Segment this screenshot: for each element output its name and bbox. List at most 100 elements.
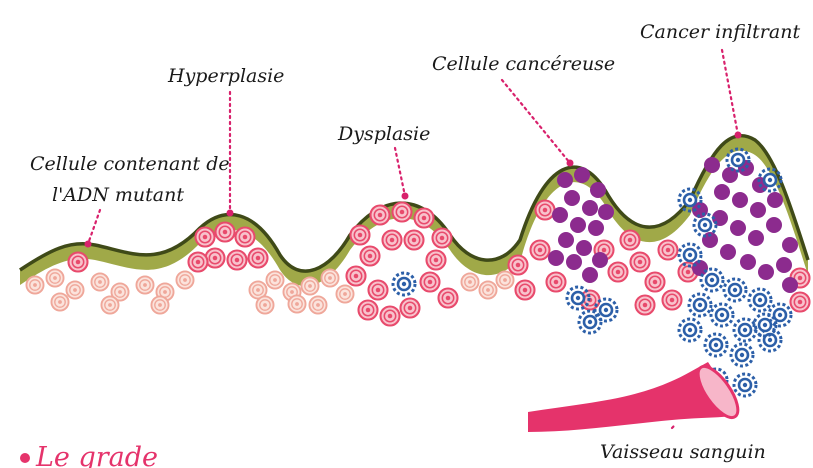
leader-infiltrant xyxy=(722,50,738,135)
normal-cell xyxy=(66,281,83,298)
blue-cell xyxy=(731,344,753,366)
leader-cancereuse xyxy=(502,80,570,163)
purple-cell xyxy=(582,200,598,216)
mutant-cell xyxy=(206,249,225,268)
purple-cell xyxy=(592,252,608,268)
mutant-cell xyxy=(249,249,268,268)
purple-cell xyxy=(582,267,598,283)
purple-cell xyxy=(588,220,604,236)
label-vaisseau-sanguin: Vaisseau sanguin xyxy=(600,441,766,463)
normal-cell xyxy=(496,271,513,288)
mutant-cell xyxy=(791,293,810,312)
mutant-cell xyxy=(659,241,678,260)
mutant-cell xyxy=(69,253,88,272)
normal-cell xyxy=(479,281,496,298)
normal-cell xyxy=(51,293,68,310)
label-cellule-line1: Cellule contenant de xyxy=(30,153,230,175)
blue-cell xyxy=(679,319,701,341)
normal-cell xyxy=(336,285,353,302)
purple-cell xyxy=(722,167,738,183)
mutant-cell xyxy=(536,201,555,220)
purple-cell xyxy=(782,237,798,253)
purple-cell xyxy=(704,157,720,173)
normal-cell xyxy=(46,269,63,286)
mutant-cell xyxy=(347,267,366,286)
mutant-cell xyxy=(359,301,378,320)
label-hyperplasie: Hyperplasie xyxy=(167,65,284,87)
blue-cell xyxy=(705,334,727,356)
purple-cell xyxy=(776,257,792,273)
heading-text: Le grade xyxy=(35,442,158,468)
purple-cell xyxy=(750,202,766,218)
purple-cell xyxy=(782,277,798,293)
purple-cell xyxy=(557,172,573,188)
blue-cell xyxy=(711,304,733,326)
purple-cell xyxy=(564,190,580,206)
mutant-cell xyxy=(516,281,535,300)
mutant-cell xyxy=(216,223,235,242)
blue-cell xyxy=(769,304,791,326)
normal-cell xyxy=(266,271,283,288)
mutant-cell xyxy=(371,206,390,225)
mutant-cell xyxy=(421,273,440,292)
normal-cell xyxy=(91,273,108,290)
purple-cell xyxy=(558,232,574,248)
normal-cell xyxy=(461,273,478,290)
mutant-cell xyxy=(361,247,380,266)
normal-cell xyxy=(151,296,168,313)
blue-cell xyxy=(689,294,711,316)
purple-cell xyxy=(548,250,564,266)
label-dysplasie: Dysplasie xyxy=(337,123,430,145)
leader-dysplasie xyxy=(395,148,405,196)
mutant-cell xyxy=(189,253,208,272)
normal-cell xyxy=(176,271,193,288)
normal-cell xyxy=(288,295,305,312)
normal-cell xyxy=(256,296,273,313)
mutant-cell xyxy=(351,226,370,245)
mutant-cell xyxy=(531,241,550,260)
purple-cell xyxy=(758,264,774,280)
purple-cell xyxy=(566,254,582,270)
purple-cell xyxy=(552,207,568,223)
mutant-cell xyxy=(663,291,682,310)
blue-cell xyxy=(734,374,756,396)
mutant-cell xyxy=(415,209,434,228)
purple-cell xyxy=(720,244,736,260)
mutant-cell xyxy=(383,231,402,250)
mutant-cell xyxy=(609,263,628,282)
mutant-cell xyxy=(433,229,452,248)
purple-cell xyxy=(576,240,592,256)
leader-vaisseau xyxy=(672,425,675,428)
mutant-cell xyxy=(236,228,255,247)
blue-cell xyxy=(724,279,746,301)
mutant-cell xyxy=(621,231,640,250)
mutant-cell xyxy=(196,228,215,247)
mutant-cell xyxy=(427,251,446,270)
normal-cell xyxy=(309,296,326,313)
purple-cell xyxy=(766,217,782,233)
label-cellule-cancereuse: Cellule cancéreuse xyxy=(432,53,615,75)
purple-cell xyxy=(732,192,748,208)
purple-cell xyxy=(574,167,590,183)
blue-cell xyxy=(749,289,771,311)
mutant-cell xyxy=(636,296,655,315)
purple-cell xyxy=(570,217,586,233)
normal-cell xyxy=(321,269,338,286)
blue-cell xyxy=(734,319,756,341)
normal-cell xyxy=(26,276,43,293)
leader-cellule xyxy=(88,210,100,244)
normal-cell xyxy=(101,296,118,313)
mutant-cell xyxy=(509,256,528,275)
mutant-cell xyxy=(646,273,665,292)
blue-cell xyxy=(579,311,601,333)
purple-cell xyxy=(748,230,764,246)
purple-cell xyxy=(767,192,783,208)
mutant-cell xyxy=(228,251,247,270)
purple-cell xyxy=(590,182,606,198)
purple-cell xyxy=(740,254,756,270)
normal-cell xyxy=(301,277,318,294)
mutant-cell xyxy=(401,299,420,318)
label-cellule-line2: l'ADN mutant xyxy=(52,184,184,206)
label-cancer-infiltrant: Cancer infiltrant xyxy=(640,21,800,43)
